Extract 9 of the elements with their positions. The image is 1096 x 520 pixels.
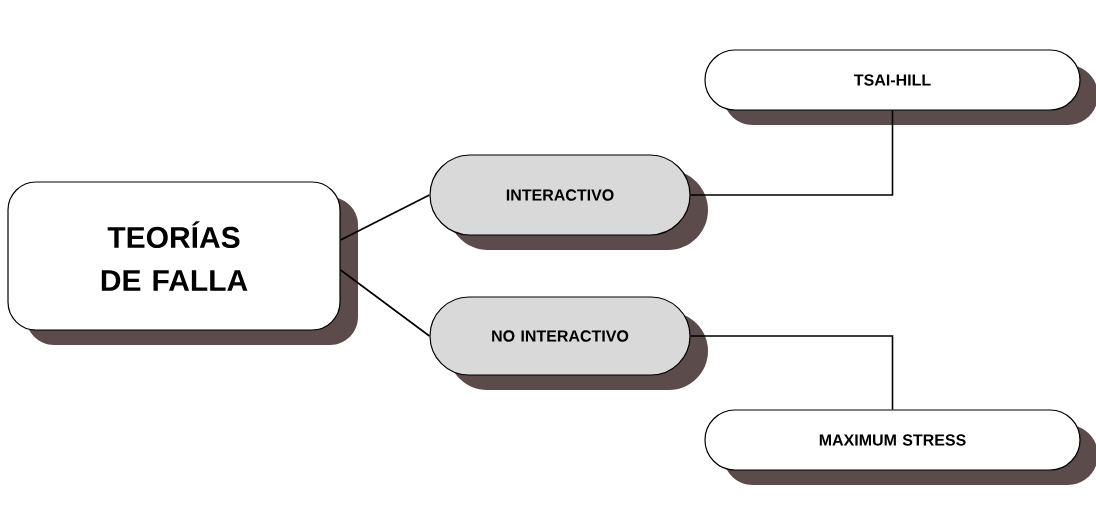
connector-line bbox=[689, 109, 894, 196]
connector-line bbox=[689, 335, 894, 411]
category-pill: INTERACTIVO bbox=[429, 154, 708, 250]
category-pill: NO INTERACTIVO bbox=[429, 296, 708, 390]
theory-box: TSAI-HILL bbox=[704, 49, 1096, 125]
root-box: TEORÍAS DE FALLA bbox=[7, 181, 358, 345]
connector-line bbox=[339, 269, 431, 337]
connector-line bbox=[339, 194, 431, 241]
theory-box: MAXIMUM STRESS bbox=[704, 409, 1096, 485]
